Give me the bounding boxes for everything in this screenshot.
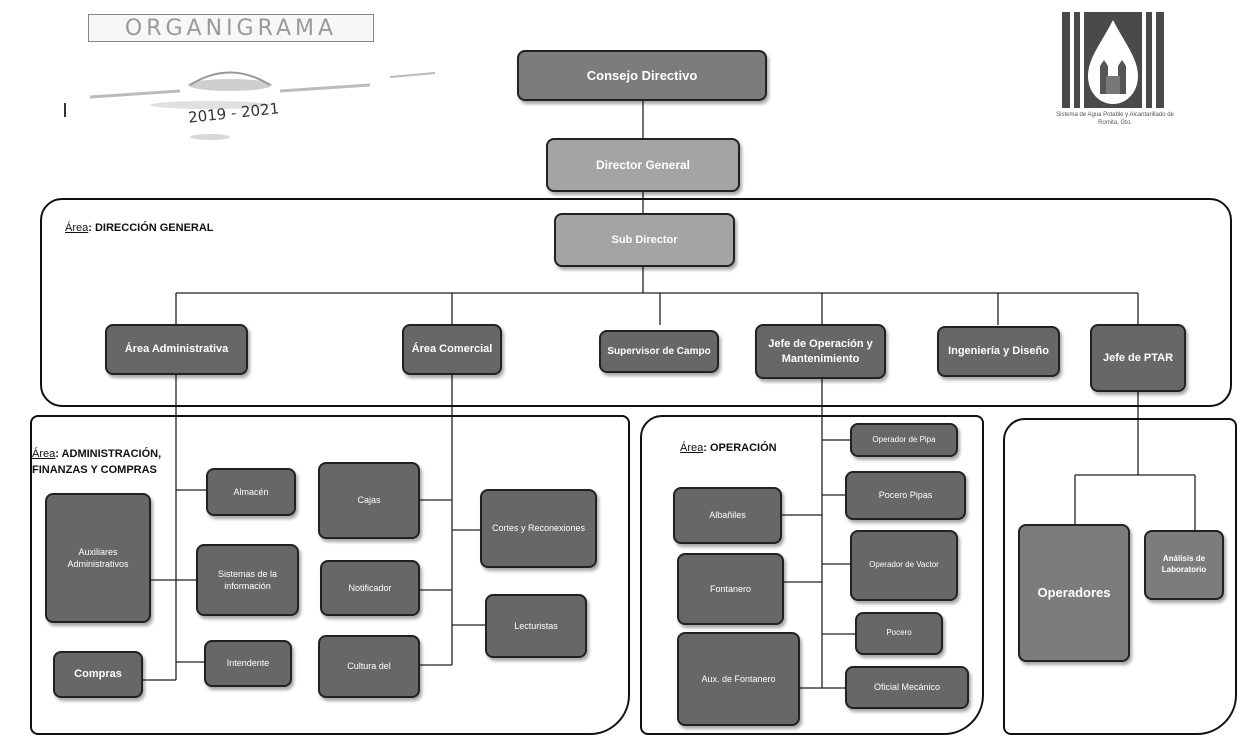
node-jefe-ptar: Jefe de PTAR xyxy=(1090,324,1186,392)
node-pocero-pipas: Pocero Pipas xyxy=(845,471,966,520)
node-jefe-operacion: Jefe de Operación y Mantenimiento xyxy=(755,324,886,379)
water-splash-graphic xyxy=(64,71,436,140)
area-operacion-label: Área: OPERACIÓN xyxy=(680,441,777,457)
node-sistemas-informacion: Sistemas de la información xyxy=(196,544,299,616)
area-name: : DIRECCIÓN GENERAL xyxy=(88,222,214,234)
node-director-general: Director General xyxy=(546,138,740,192)
node-area-administrativa: Área Administrativa xyxy=(105,324,248,375)
node-operador-vactor: Operador de Vactor xyxy=(850,530,958,601)
node-lecturistas: Lecturistas xyxy=(485,594,587,658)
node-analisis-laboratorio: Análisis de Laboratorio xyxy=(1144,530,1224,600)
node-sub-director: Sub Director xyxy=(554,213,735,267)
area-administracion-label: Área: ADMINISTRACIÓN, FINANZAS Y COMPRAS xyxy=(32,447,161,479)
logo-caption: Sistema de Agua Potable y Alcantarillado… xyxy=(1056,112,1174,126)
node-ingenieria-diseno: Ingeniería y Diseño xyxy=(937,326,1060,377)
area-prefix: Área xyxy=(32,448,56,460)
node-notificador: Notificador xyxy=(320,560,420,616)
water-drop-church-logo xyxy=(1062,12,1164,108)
area-name-line2: FINANZAS Y COMPRAS xyxy=(32,463,157,476)
node-fontanero: Fontanero xyxy=(677,553,784,625)
node-aux-fontanero: Aux. de Fontanero xyxy=(677,632,800,726)
node-albaniles: Albañiles xyxy=(673,487,782,544)
page-title: ORGANIGRAMA xyxy=(88,14,374,42)
node-supervisor-campo: Supervisor de Campo xyxy=(599,330,719,373)
node-intendente: Intendente xyxy=(204,640,292,687)
area-name: : ADMINISTRACIÓN, xyxy=(55,448,162,460)
node-pocero: Pocero xyxy=(855,612,943,655)
area-name: : OPERACIÓN xyxy=(703,442,777,454)
area-direccion-general xyxy=(40,198,1232,407)
area-ptar xyxy=(1003,418,1237,735)
area-direccion-label: Área: DIRECCIÓN GENERAL xyxy=(65,221,214,237)
area-prefix: Área xyxy=(65,222,89,234)
area-administracion xyxy=(30,415,630,735)
node-auxiliares-administrativos: Auxiliares Administrativos xyxy=(45,493,151,623)
node-almacen: Almacén xyxy=(206,468,296,516)
node-operador-pipa: Operador de Pipa xyxy=(850,423,958,457)
node-consejo-directivo: Consejo Directivo xyxy=(517,50,767,101)
node-operadores: Operadores xyxy=(1018,524,1130,662)
node-oficial-mecanico: Oficial Mecánico xyxy=(845,666,969,709)
area-operacion xyxy=(640,415,984,735)
node-area-comercial: Área Comercial xyxy=(402,324,502,375)
node-compras: Compras xyxy=(53,651,143,698)
node-cultura: Cultura del xyxy=(318,635,420,698)
node-cajas: Cajas xyxy=(318,462,420,539)
area-prefix: Área xyxy=(680,442,704,454)
node-cortes-reconexiones: Cortes y Reconexiones xyxy=(480,489,597,568)
